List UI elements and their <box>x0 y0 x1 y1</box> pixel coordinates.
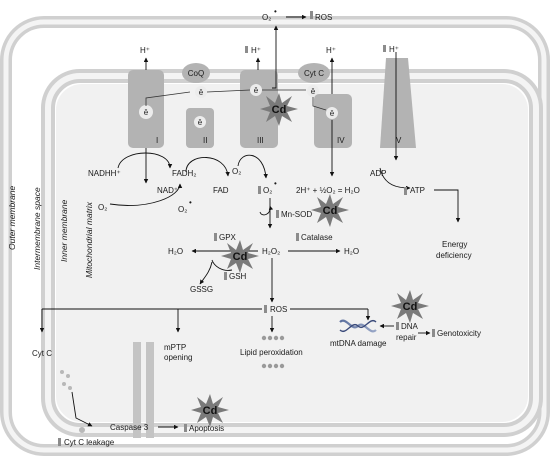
complex-iv-label: IV <box>337 136 345 145</box>
complex-ii-reaction: FADH₂ FAD <box>172 157 230 195</box>
complex-iv-electron: ē <box>330 109 335 118</box>
lipid-label: Lipid peroxidation <box>240 348 303 357</box>
complex-iii-electron: ē <box>254 86 259 95</box>
mtdna-label: mtDNA damage <box>330 339 387 348</box>
matrix-area <box>56 84 528 422</box>
apoptosis-label: Apoptosis <box>189 424 224 433</box>
complex-v-label: V <box>396 136 402 145</box>
inner-membrane <box>41 69 543 437</box>
coq-electron: ē <box>199 88 204 97</box>
atp-label: ATP <box>410 186 425 195</box>
top-o2-dot: • <box>274 7 277 16</box>
proton-pumps: H⁺ H⁺ H⁺ H⁺ <box>140 45 399 161</box>
energy-deficiency-2: deficiency <box>436 251 472 260</box>
cytc-release-label: Cyt C <box>32 349 52 358</box>
cytc-label: Cyt C <box>304 69 324 78</box>
dna-repair-2: repair <box>396 333 417 342</box>
complex-i-reaction: NADHH⁺ NAD⁺ O₂ <box>88 148 183 212</box>
nadh-label: NADHH⁺ <box>88 169 121 178</box>
coq: CoQ ē <box>182 63 210 98</box>
intermembrane-label: Intermembrane space <box>32 187 42 270</box>
top-o2: O₂ <box>262 13 271 22</box>
fadh2-label: FADH₂ <box>172 169 196 178</box>
catalase-label: Catalase <box>301 233 333 242</box>
complex-iii: ē III <box>240 70 278 148</box>
complex-iv: ē IV <box>314 94 352 148</box>
nad-label: NAD⁺ <box>157 186 178 195</box>
outer-membrane-label: Outer membrane <box>7 185 17 250</box>
lipid-peroxidation: Lipid peroxidation <box>240 335 303 369</box>
cyt-c: Cyt C ē <box>298 63 330 97</box>
gpx-label: GPX <box>219 233 237 242</box>
water-formation: 2H⁺ + ½O₂ = H₂O <box>296 186 360 195</box>
hplus-v: H⁺ <box>389 45 399 54</box>
complex-v: V <box>380 58 416 148</box>
adp-label: ADP <box>370 169 386 178</box>
hplus-iv: H⁺ <box>326 46 336 55</box>
cytc-particle <box>79 427 85 433</box>
cd-label-gpx: Cd <box>233 251 248 263</box>
coq-label: CoQ <box>188 69 204 78</box>
gpx-system: H₂O GPX GSSG GSH Cd <box>168 233 259 294</box>
hplus-i: H⁺ <box>140 46 150 55</box>
fad-label: FAD <box>213 186 229 195</box>
matrix-label: Mitochondrial matrix <box>84 201 94 278</box>
complex-iv-reaction: 2H⁺ + ½O₂ = H₂O <box>296 120 360 195</box>
energy-deficiency-1: Energy <box>442 240 467 249</box>
genotoxicity-label: Genotoxicity <box>437 329 481 338</box>
inner-membrane-label: Inner membrane <box>59 199 69 262</box>
complex-ii-electron: ē <box>198 118 203 127</box>
ros-label: ROS <box>270 305 287 314</box>
complex-ii: ē II <box>186 108 214 148</box>
top-ros-leak: O₂ • ROS <box>262 7 332 89</box>
apoptosis-path: Caspase 3 Apoptosis Cd <box>110 394 229 433</box>
hplus-iii: H⁺ <box>251 46 261 55</box>
h2o2-label: H₂O₂ <box>262 247 280 256</box>
electron-path <box>145 89 327 111</box>
o2-radical-i: O₂ <box>178 205 187 214</box>
complex-v-reaction: ADP ATP Energy deficiency <box>370 167 472 260</box>
top-ros: ROS <box>315 13 332 22</box>
ros-branches <box>39 308 371 333</box>
cytc-electron: ē <box>311 87 316 96</box>
h2o-left: H₂O <box>168 247 183 256</box>
cytc-leakage-label: Cyt C leakage <box>64 438 115 447</box>
complex-ii-label: II <box>203 136 207 145</box>
o2-radical-i-dot: • <box>189 198 192 207</box>
dna-repair-1: DNA <box>401 322 419 331</box>
gssg-label: GSSG <box>190 285 213 294</box>
cd-star-complex-iii: Cd <box>260 93 298 126</box>
mptp-pore <box>133 342 154 438</box>
complex-iii-label: III <box>257 136 264 145</box>
o2-radical-iii: O₂ <box>263 186 272 195</box>
outer-membrane <box>0 16 550 456</box>
caspase-label: Caspase 3 <box>110 423 149 432</box>
cd-label-dna: Cd <box>403 301 418 313</box>
cd-label-apoptosis: Cd <box>203 405 218 417</box>
complex-i-label: I <box>156 136 158 145</box>
complex-i-electron: ē <box>144 108 149 117</box>
mnsod-label: Mn-SOD <box>281 210 312 219</box>
mptp-label-2: opening <box>164 353 192 362</box>
o2-i-label: O₂ <box>98 203 107 212</box>
o2-radical-iii-dot: • <box>274 179 277 188</box>
cd-label-sod: Cd <box>323 205 338 217</box>
cd-label-iii: Cd <box>272 104 287 116</box>
mnsod-step: Mn-SOD Cd Catalase <box>267 194 349 242</box>
h2o-right: H₂O <box>344 247 359 256</box>
o2-iii-label: O₂ <box>232 167 241 176</box>
complex-i: ē I <box>128 70 164 148</box>
mtdna-damage: mtDNA damage DNA repair Genotoxicity Cd <box>330 290 481 348</box>
gsh-label: GSH <box>229 272 247 281</box>
complex-iii-reaction: O₂ O₂ • <box>232 154 277 216</box>
mptp-label-1: mPTP <box>164 343 186 352</box>
